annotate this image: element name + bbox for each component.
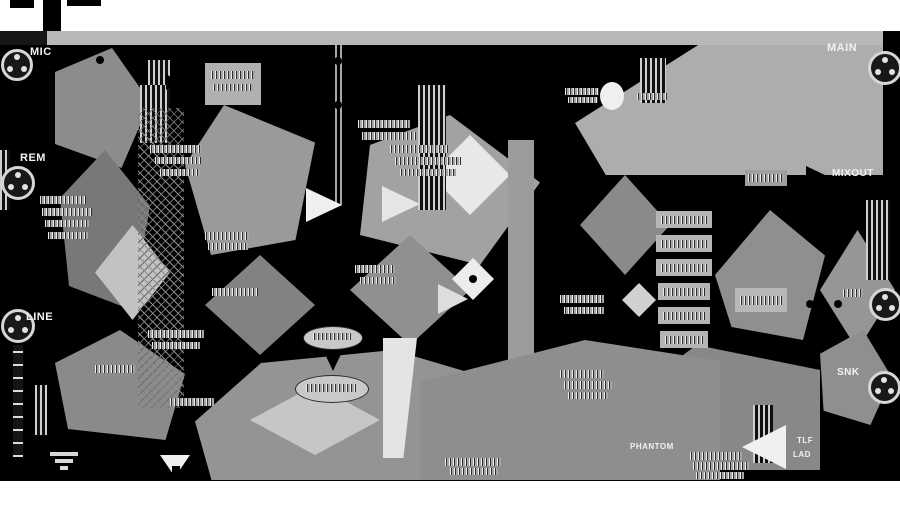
line-label: LINE bbox=[26, 311, 54, 323]
junction-dot bbox=[176, 56, 184, 64]
illegible-text bbox=[150, 145, 202, 153]
illegible-text bbox=[663, 288, 705, 296]
illegible-text bbox=[450, 468, 498, 475]
illegible-text bbox=[690, 452, 742, 460]
junction-dot bbox=[334, 57, 342, 65]
ground-symbol bbox=[50, 452, 78, 456]
illegible-text bbox=[445, 458, 501, 466]
rem-label: REM bbox=[20, 152, 46, 164]
mic-label: MIC bbox=[30, 46, 52, 58]
illegible-text bbox=[42, 208, 92, 216]
illegible-text bbox=[148, 330, 204, 338]
bus-band bbox=[47, 31, 883, 45]
ticked-bus-strip bbox=[13, 345, 23, 457]
illegible-text bbox=[362, 132, 418, 140]
illegible-text bbox=[313, 333, 351, 340]
tlf-label: TLF bbox=[797, 436, 814, 445]
gray-region bbox=[205, 255, 315, 355]
illegible-text bbox=[395, 157, 461, 165]
illegible-text bbox=[560, 370, 604, 378]
ink-smudge bbox=[43, 0, 61, 32]
main-connector bbox=[868, 51, 900, 85]
illegible-text bbox=[661, 264, 707, 272]
junction-diamond bbox=[622, 283, 656, 317]
illegible-text bbox=[568, 392, 608, 399]
illegible-text bbox=[665, 336, 703, 344]
switch-bank-hatch bbox=[138, 108, 184, 408]
illegible-text bbox=[152, 342, 200, 349]
illegible-text bbox=[358, 120, 410, 128]
illegible-text bbox=[637, 93, 667, 100]
signal-arrow bbox=[166, 74, 179, 90]
top-margin bbox=[0, 0, 900, 31]
illegible-text bbox=[693, 462, 749, 470]
bus-band-dark-end bbox=[0, 31, 47, 45]
illegible-text bbox=[95, 365, 135, 373]
illegible-text bbox=[663, 312, 705, 320]
stripe-texture bbox=[866, 200, 890, 280]
stripe-texture bbox=[35, 385, 47, 435]
signal-arrow bbox=[262, 74, 275, 87]
illegible-text bbox=[564, 307, 604, 314]
signal-arrow bbox=[810, 190, 822, 202]
illegible-text bbox=[40, 196, 86, 204]
bottom-margin bbox=[0, 481, 900, 508]
illegible-text bbox=[360, 277, 396, 284]
illegible-text bbox=[390, 145, 450, 153]
callout-bubble bbox=[600, 82, 624, 110]
aux-connector bbox=[869, 288, 900, 321]
gray-region bbox=[715, 210, 825, 340]
illegible-text bbox=[205, 232, 249, 240]
main-label: MAIN bbox=[827, 42, 858, 54]
gray-region bbox=[55, 48, 150, 168]
ink-smudge bbox=[10, 0, 34, 8]
illegible-text bbox=[48, 232, 88, 239]
illegible-text bbox=[213, 84, 253, 91]
junction-dot bbox=[334, 101, 342, 109]
junction-dot bbox=[54, 314, 62, 322]
illegible-text bbox=[212, 288, 258, 296]
illegible-text bbox=[661, 216, 707, 224]
illegible-text bbox=[155, 157, 201, 164]
illegible-text bbox=[568, 97, 598, 103]
illegible-text bbox=[748, 174, 784, 182]
wire bbox=[335, 45, 337, 205]
lad-label: LAD bbox=[793, 450, 811, 459]
illegible-text bbox=[45, 220, 89, 227]
mic-connector bbox=[1, 49, 33, 81]
illegible-text bbox=[211, 71, 255, 79]
snk-connector bbox=[868, 371, 900, 404]
illegible-text bbox=[565, 88, 599, 95]
illegible-text bbox=[740, 296, 782, 305]
illegible-text bbox=[661, 240, 707, 248]
phantom-label: PHANTOM bbox=[630, 442, 674, 451]
gray-region bbox=[575, 45, 883, 175]
illegible-text bbox=[560, 295, 604, 303]
snk-label: SNK bbox=[837, 367, 860, 378]
wire bbox=[340, 45, 342, 205]
ink-smudge bbox=[67, 0, 101, 6]
illegible-text bbox=[355, 265, 395, 273]
junction-dot bbox=[96, 56, 104, 64]
illegible-text bbox=[306, 384, 356, 392]
mixout-label: MIXOUT bbox=[832, 168, 874, 179]
ground-symbol bbox=[55, 459, 73, 463]
junction-dot bbox=[469, 275, 477, 283]
junction-dot bbox=[834, 300, 842, 308]
ground-stem bbox=[172, 466, 180, 478]
illegible-text bbox=[160, 169, 200, 176]
illegible-text bbox=[400, 169, 456, 176]
junction-dot bbox=[84, 314, 92, 322]
illegible-text bbox=[170, 398, 214, 406]
rem-connector bbox=[1, 166, 35, 200]
illegible-text bbox=[843, 289, 863, 297]
illegible-text bbox=[208, 243, 248, 250]
illegible-text bbox=[564, 381, 612, 389]
illegible-text bbox=[696, 472, 744, 479]
ground-symbol bbox=[60, 466, 68, 470]
junction-dot bbox=[806, 300, 814, 308]
line-connector bbox=[1, 309, 35, 343]
